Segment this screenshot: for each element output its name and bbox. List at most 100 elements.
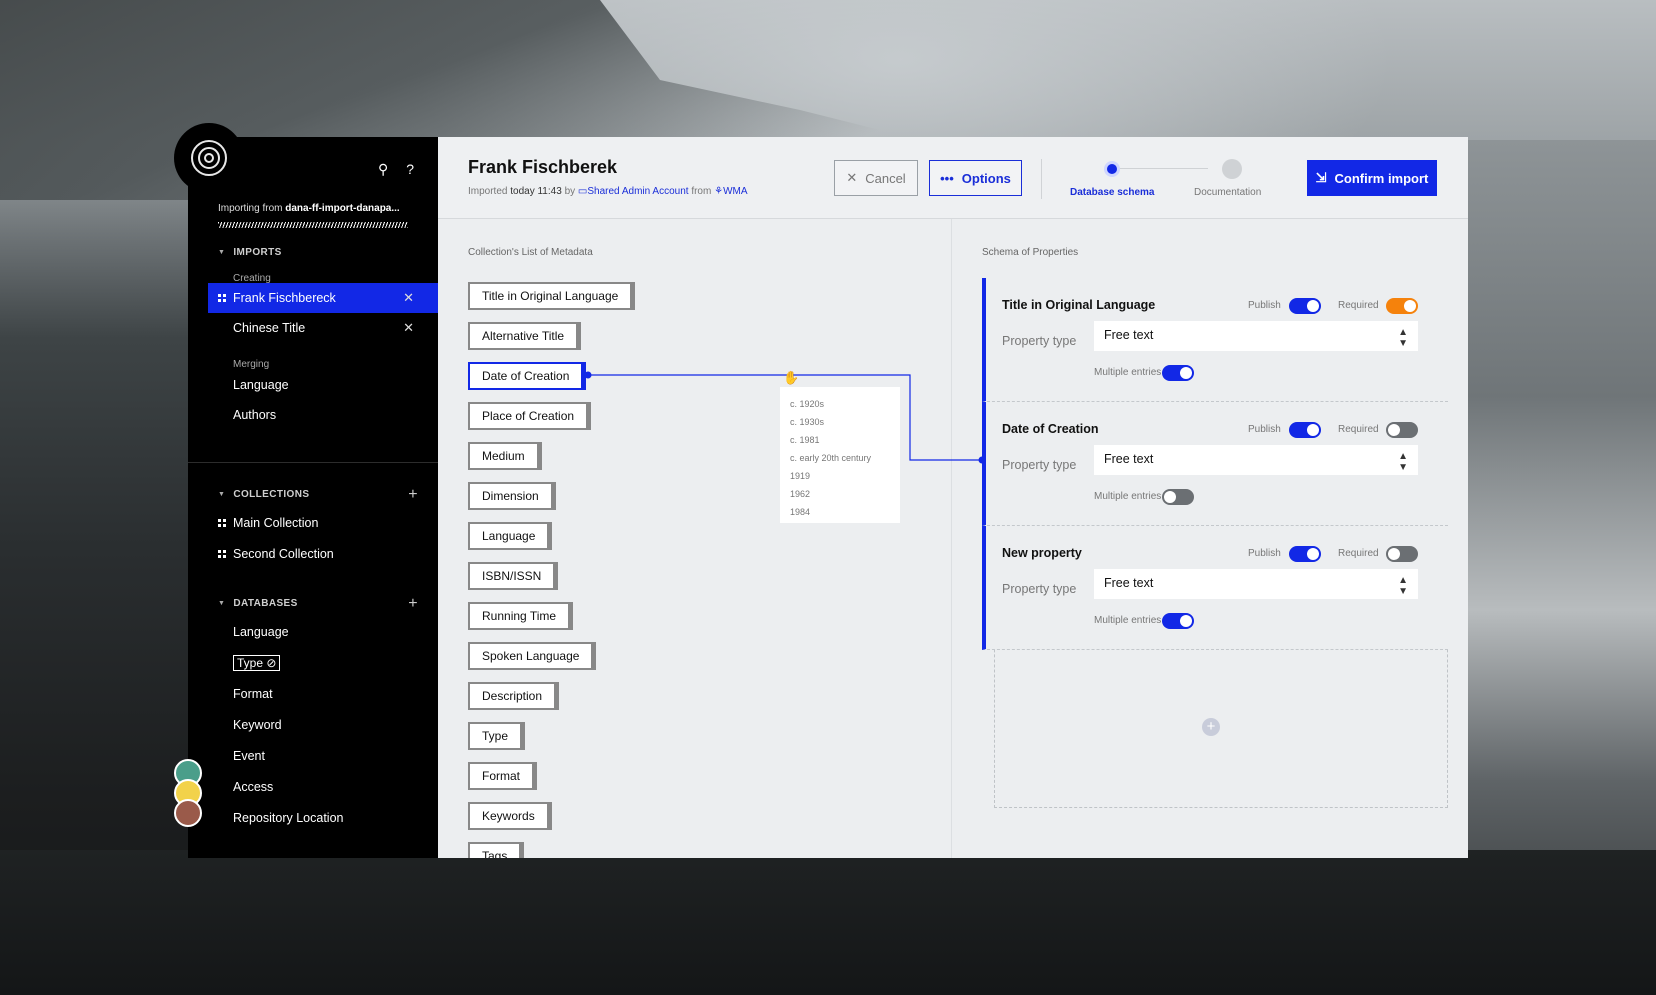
- close-icon[interactable]: ✕: [403, 290, 414, 305]
- merging-label: Merging: [233, 359, 270, 370]
- metadata-tag[interactable]: Description: [468, 682, 560, 710]
- required-toggle[interactable]: [1386, 298, 1418, 314]
- step-dot-database-schema[interactable]: [1104, 161, 1120, 177]
- sidebar-tools: ⚲ ?: [378, 161, 414, 178]
- monitor-icon: ▭: [577, 186, 588, 197]
- required-toggle[interactable]: [1386, 422, 1418, 438]
- databases-section-header[interactable]: ▼ DATABASES +: [218, 595, 418, 612]
- sidebar-item-frank-fischbereck[interactable]: Frank Fischbereck ✕: [208, 283, 438, 313]
- metadata-tag[interactable]: Medium: [468, 442, 542, 470]
- connector-start-dot[interactable]: [584, 371, 592, 379]
- multiple-entries-toggle[interactable]: [1162, 365, 1194, 381]
- sidebar-item-language[interactable]: Language: [208, 370, 438, 400]
- sidebar-item-authors[interactable]: Authors: [208, 400, 438, 430]
- sidebar-item-db-keyword[interactable]: Keyword: [208, 710, 438, 740]
- account-link[interactable]: ▭Shared Admin Account: [578, 186, 689, 197]
- sidebar-item-db-language[interactable]: Language: [208, 617, 438, 647]
- metadata-tag[interactable]: Keywords: [468, 802, 552, 830]
- drag-grid-icon[interactable]: [218, 519, 226, 527]
- imports-section-header[interactable]: ▼ IMPORTS: [218, 247, 418, 258]
- options-button[interactable]: ••• Options: [929, 160, 1022, 196]
- step-dot-documentation[interactable]: [1222, 159, 1242, 179]
- step-label-database-schema[interactable]: Database schema: [1070, 187, 1155, 198]
- property-type-select[interactable]: Free text ▲▼: [1094, 569, 1418, 599]
- background-beach: [0, 850, 1656, 995]
- property-card[interactable]: New property Publish Required Property t…: [982, 526, 1448, 650]
- add-property-button[interactable]: +: [1202, 718, 1220, 736]
- sidebar-item-db-type[interactable]: Type ⊘: [208, 648, 438, 678]
- select-arrows-icon: ▲▼: [1398, 327, 1408, 349]
- confirm-import-button[interactable]: ⇲ Confirm import: [1307, 160, 1437, 196]
- add-database-icon[interactable]: +: [408, 594, 418, 612]
- header-divider: [1041, 159, 1042, 199]
- metadata-tag[interactable]: Language: [468, 522, 553, 550]
- metadata-tag-active[interactable]: Date of Creation: [468, 362, 587, 390]
- required-label: Required: [1338, 424, 1379, 435]
- metadata-tag[interactable]: Format: [468, 762, 538, 790]
- sidebar-divider: [188, 462, 438, 463]
- step-label-documentation[interactable]: Documentation: [1194, 187, 1262, 198]
- metadata-list-heading: Collection's List of Metadata: [468, 247, 593, 258]
- add-collection-icon[interactable]: +: [408, 485, 418, 503]
- publish-toggle[interactable]: [1289, 546, 1321, 562]
- metadata-tag[interactable]: Tags: [468, 842, 525, 858]
- metadata-tag[interactable]: ISBN/ISSN: [468, 562, 559, 590]
- cancel-button[interactable]: ✕ Cancel: [834, 160, 918, 196]
- drag-grid-icon[interactable]: [218, 550, 226, 558]
- property-type-value: Free text: [1104, 328, 1154, 342]
- multiple-entries-toggle[interactable]: [1162, 613, 1194, 629]
- sidebar-item-db-repository-location[interactable]: Repository Location: [208, 803, 438, 833]
- close-icon[interactable]: ✕: [403, 320, 414, 335]
- main-panel: Frank Fischberek Imported today 11:43 by…: [438, 137, 1468, 858]
- search-icon[interactable]: ⚲: [377, 161, 389, 177]
- import-meta: Imported today 11:43 by ▭Shared Admin Ac…: [468, 186, 748, 197]
- column-divider: [951, 219, 952, 858]
- publish-toggle[interactable]: [1289, 422, 1321, 438]
- publish-toggle[interactable]: [1289, 298, 1321, 314]
- property-type-select[interactable]: Free text ▲▼: [1094, 321, 1418, 351]
- property-type-select[interactable]: Free text ▲▼: [1094, 445, 1418, 475]
- hidden-eye-icon[interactable]: ⊘: [266, 656, 277, 670]
- metadata-tag[interactable]: Type: [468, 722, 526, 750]
- metadata-tag[interactable]: Spoken Language: [468, 642, 597, 670]
- sidebar-item-second-collection[interactable]: Second Collection: [208, 539, 438, 569]
- org-tree-icon: ⚘: [714, 186, 724, 197]
- app-logo[interactable]: [174, 123, 244, 193]
- metadata-tag[interactable]: Alternative Title: [468, 322, 582, 350]
- sample-value: 1984: [790, 507, 811, 517]
- drag-grid-icon[interactable]: [218, 294, 226, 302]
- collections-section-header[interactable]: ▼ COLLECTIONS +: [218, 486, 418, 503]
- sidebar-item-label: Main Collection: [233, 516, 319, 530]
- sidebar-item-label: Keyword: [233, 718, 282, 732]
- import-source-line: Importing from dana-ff-import-danapa...: [218, 203, 418, 214]
- sample-value: c. early 20th century: [790, 453, 872, 463]
- sidebar-item-label: Format: [233, 687, 273, 701]
- sidebar-item-db-access[interactable]: Access: [208, 772, 438, 802]
- sidebar-item-db-format[interactable]: Format: [208, 679, 438, 709]
- metadata-tag[interactable]: Place of Creation: [468, 402, 592, 430]
- org-link[interactable]: ⚘WMA: [714, 186, 747, 197]
- property-card[interactable]: Title in Original Language Publish Requi…: [982, 278, 1448, 402]
- collections-header-label: COLLECTIONS: [233, 489, 310, 500]
- sidebar-item-label: Frank Fischbereck: [233, 291, 336, 305]
- meta-imported-label: Imported: [468, 186, 508, 197]
- property-card[interactable]: Date of Creation Publish Required Proper…: [982, 402, 1448, 526]
- sidebar-item-main-collection[interactable]: Main Collection: [208, 508, 438, 538]
- metadata-tag[interactable]: Title in Original Language: [468, 282, 636, 310]
- metadata-tag[interactable]: Dimension: [468, 482, 556, 510]
- sidebar-item-chinese-title[interactable]: Chinese Title ✕: [208, 313, 438, 343]
- import-source: dana-ff-import-danapa...: [285, 203, 400, 214]
- publish-label: Publish: [1248, 424, 1281, 435]
- multiple-entries-label: Multiple entries: [1094, 491, 1162, 502]
- sidebar: ⚲ ? Importing from dana-ff-import-danapa…: [188, 137, 438, 858]
- metadata-tag[interactable]: Running Time: [468, 602, 574, 630]
- sidebar-item-db-event[interactable]: Event: [208, 741, 438, 771]
- cancel-label: Cancel: [865, 170, 906, 186]
- help-icon[interactable]: ?: [406, 161, 414, 177]
- avatar[interactable]: [174, 799, 202, 827]
- required-toggle[interactable]: [1386, 546, 1418, 562]
- import-icon: ⇲: [1315, 170, 1327, 185]
- property-name: Title in Original Language: [1002, 298, 1156, 312]
- select-arrows-icon: ▲▼: [1398, 575, 1408, 597]
- multiple-entries-toggle[interactable]: [1162, 489, 1194, 505]
